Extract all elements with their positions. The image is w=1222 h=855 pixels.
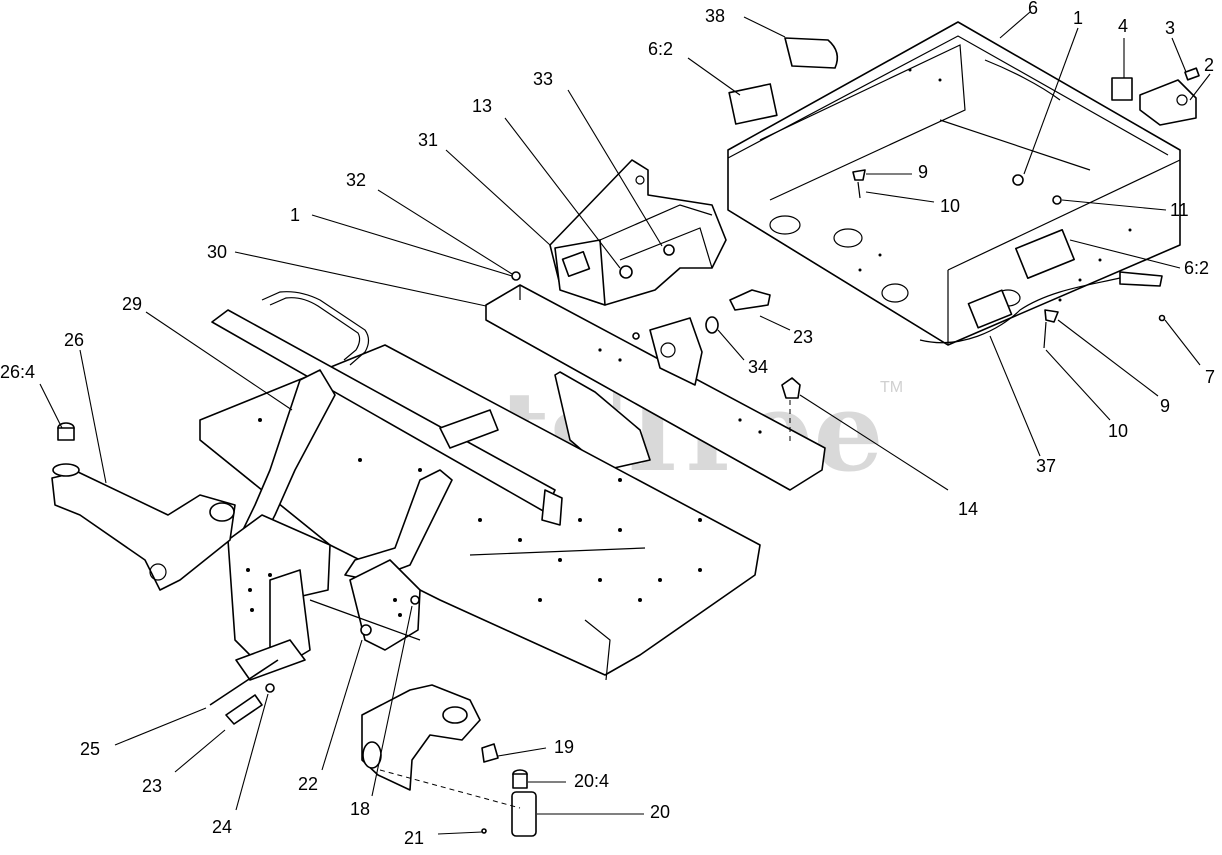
callout-21: 21 [404, 828, 424, 848]
part-20-4-body [512, 773, 528, 789]
callout-26-4: 26:4 [0, 362, 35, 382]
part-38-pad [784, 37, 839, 69]
callout-20-4: 20:4 [574, 771, 609, 791]
callout-26: 26 [64, 330, 84, 350]
part-34-washer [705, 316, 719, 334]
part-21-pin [481, 828, 487, 834]
callout-24: 24 [212, 817, 232, 837]
part-26-spindle-arm [51, 463, 236, 591]
callout-14: 14 [958, 499, 978, 519]
callout-3: 3 [1165, 18, 1175, 38]
part-33-washer [663, 244, 675, 256]
callout-9-lower: 9 [1160, 396, 1170, 416]
callout-18: 18 [350, 799, 370, 819]
callout-37: 37 [1036, 456, 1056, 476]
callout-23-lower: 23 [142, 776, 162, 796]
hitch-bracket-assembly [549, 159, 727, 306]
part-24-washer [265, 683, 275, 693]
part-29-tube [211, 309, 563, 526]
callout-6-2-upper: 6:2 [648, 39, 673, 59]
callout-29: 29 [122, 294, 142, 314]
callout-6-2-right: 6:2 [1184, 258, 1209, 278]
part-30-rail [485, 284, 826, 491]
part-23-bolt-upper [729, 289, 771, 311]
part-32-bolt [632, 332, 640, 340]
part-1-nut-bracket [511, 271, 521, 281]
decal-6-2-upper [728, 83, 778, 125]
callout-30: 30 [207, 242, 227, 262]
part-10-screw [857, 181, 861, 199]
part-11-nut [1052, 195, 1062, 205]
part-20-spindle [511, 791, 537, 837]
callout-33: 33 [533, 69, 553, 89]
callout-25: 25 [80, 739, 100, 759]
part-37-cable [919, 275, 1151, 344]
part-23-bolt-lower [225, 694, 263, 725]
part-34-plate [649, 317, 703, 386]
leader-lines [39, 11, 1211, 835]
part-1-nut-box [1012, 174, 1024, 186]
callout-34: 34 [748, 357, 768, 377]
callout-38: 38 [705, 6, 725, 26]
part-10-screw-lower [1043, 321, 1047, 349]
part-7-small [1158, 314, 1166, 322]
part-14-cap [781, 377, 801, 399]
part-19-bolt [481, 743, 499, 763]
callout-9-upper: 9 [918, 162, 928, 182]
callout-13: 13 [472, 96, 492, 116]
callout-7: 7 [1205, 367, 1215, 387]
callout-22: 22 [298, 774, 318, 794]
callout-2: 2 [1204, 55, 1214, 75]
callout-11: 11 [1170, 200, 1189, 220]
part-37-connector [1119, 271, 1163, 287]
callout-31: 31 [418, 130, 438, 150]
callout-32: 32 [346, 170, 366, 190]
part-18-bolt [410, 595, 420, 605]
decal-small [967, 289, 1013, 329]
part-9-clip-lower [1044, 309, 1059, 323]
part-25-bolt [209, 659, 279, 706]
callout-1-top: 1 [1073, 8, 1083, 28]
part-13-bolt [619, 265, 633, 279]
rear-body-box [727, 21, 1181, 346]
part-2-bracket [1139, 79, 1197, 126]
part-9-clip [852, 169, 866, 181]
callout-23-upper: 23 [793, 327, 813, 347]
part-22-bushing [360, 624, 372, 636]
callout-19: 19 [554, 737, 574, 757]
callout-6: 6 [1028, 0, 1038, 18]
part-26-4-cap-body [57, 427, 75, 441]
part-3-bolt [1184, 67, 1200, 81]
part-4-decal [1111, 77, 1133, 101]
callout-10-upper: 10 [940, 196, 960, 216]
callout-10-lower: 10 [1108, 421, 1128, 441]
watermark-tm: TM [880, 379, 903, 396]
decal-6-2-right [1015, 228, 1075, 280]
callout-20: 20 [650, 802, 670, 822]
callout-1-left: 1 [290, 205, 300, 225]
callout-4: 4 [1118, 16, 1128, 36]
part-18-arm [361, 684, 481, 791]
